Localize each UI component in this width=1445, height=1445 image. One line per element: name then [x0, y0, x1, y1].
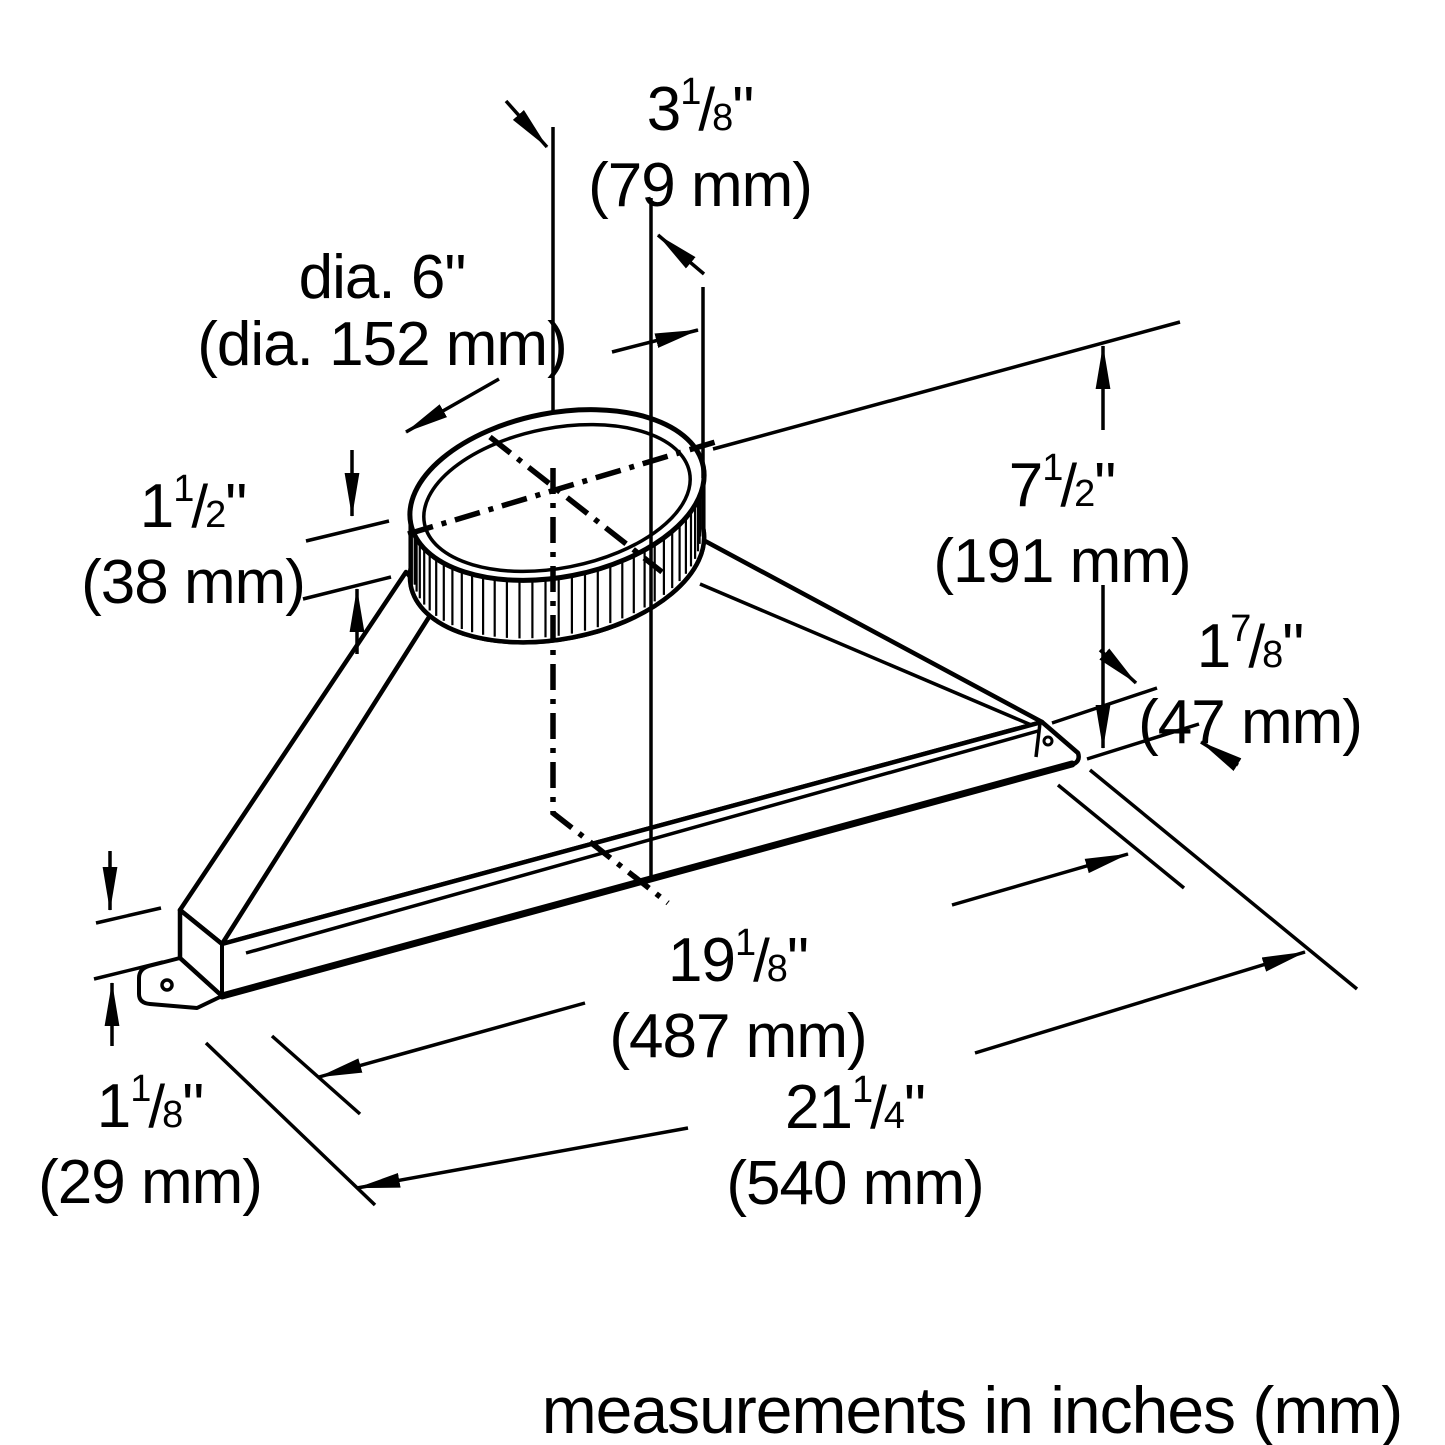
- dim-rim-height-label: 17/8" (47 mm): [1138, 596, 1363, 757]
- collar-inner-rim: [422, 422, 692, 574]
- dim-inches: 191/8": [668, 922, 809, 995]
- dim-mm: (47 mm): [1138, 688, 1363, 757]
- units-note: measurements in inches (mm): [541, 1373, 1404, 1445]
- base-front-bottom-edge: [218, 760, 1076, 1000]
- center-lines: [407, 434, 723, 906]
- collar-depth-center-line: [407, 437, 723, 537]
- dim-mm: (29 mm): [38, 1148, 263, 1217]
- dim-inches: 11/2": [139, 468, 247, 541]
- base-top-inner-line: [245, 729, 1039, 955]
- hood-right-edge-line: [699, 582, 1037, 729]
- dim-mm: (79 mm): [588, 151, 813, 220]
- dim-inner-length-label: 191/8" (487 mm): [609, 910, 867, 1071]
- dim-duct-offset-lines: [504, 99, 706, 880]
- base-right-crease: [1034, 722, 1042, 758]
- dim-collar-height-lines: [302, 450, 392, 654]
- duct-collar: [407, 407, 707, 645]
- dim-hood-height-label: 71/2" (191 mm): [933, 435, 1191, 596]
- dim-overall-length-lines: [204, 768, 1359, 1207]
- dim-mm: (dia. 152 mm): [197, 310, 567, 379]
- hood-body: [137, 538, 1081, 1010]
- dim-inches: 17/8": [1196, 608, 1304, 681]
- dim-duct-diameter-lines: [405, 287, 705, 478]
- dim-mm: (38 mm): [81, 548, 306, 617]
- flange-screw-hole: [160, 978, 174, 992]
- dimension-lines: [93, 99, 1359, 1207]
- dim-inches: dia. 6": [298, 243, 467, 312]
- dim-flange-height-label: 11/8" (29 mm): [38, 1056, 263, 1217]
- dim-flange-height-lines: [93, 851, 164, 1046]
- dim-inches: 71/2": [1008, 447, 1116, 520]
- dim-overall-length-label: 211/4" (540 mm): [726, 1057, 984, 1218]
- base-right-screw-hole: [1042, 735, 1054, 747]
- dim-rim-height-lines: [1051, 648, 1242, 771]
- dim-mm: (540 mm): [726, 1149, 984, 1218]
- dim-duct-diameter-label: dia. 6" (dia. 152 mm): [197, 243, 567, 379]
- dim-inner-length-lines: [270, 783, 1186, 1116]
- dim-inches: 211/4": [785, 1069, 926, 1142]
- dim-duct-offset-label: 31/8" (79 mm): [588, 59, 813, 220]
- dim-mm: (487 mm): [609, 1002, 867, 1071]
- collar-width-center-line: [488, 434, 664, 575]
- dim-mm: (191 mm): [933, 527, 1191, 596]
- vertical-center-line: [550, 468, 670, 906]
- dim-inches: 31/8": [646, 71, 754, 144]
- dim-collar-height-label: 11/2" (38 mm): [81, 456, 306, 617]
- dim-inches: 11/8": [96, 1068, 204, 1141]
